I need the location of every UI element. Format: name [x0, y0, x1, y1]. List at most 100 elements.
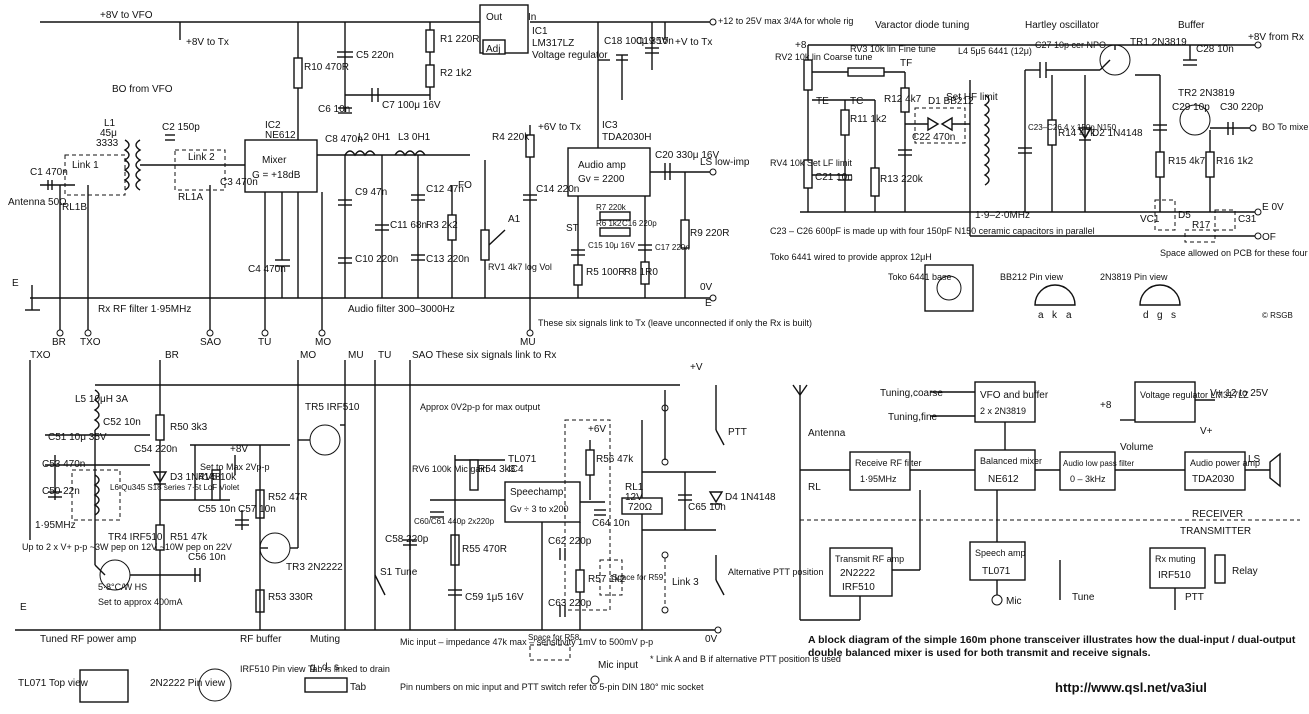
- pin-bb-a2: a: [1066, 310, 1072, 321]
- block-rxfilter-1: Receive RF filter: [855, 458, 922, 468]
- tx-c64: C64 10n: [592, 518, 630, 529]
- transmitter-section: [15, 360, 725, 703]
- tx-r54: R54 3k3: [478, 464, 516, 475]
- part-l3: L3 0H1: [398, 132, 431, 143]
- pin-irf-d: d: [322, 662, 328, 673]
- block-txamp-3: IRF510: [842, 582, 875, 593]
- pin-irf-g: g: [310, 662, 316, 673]
- ic1-ref: IC1: [532, 26, 548, 37]
- vfo-r13: R13 220k: [880, 174, 924, 185]
- vfo-r12: R12 4k7: [884, 94, 922, 105]
- tx-r56: R56 47k: [596, 454, 634, 465]
- vfo-rv2: RV2 10k lin Coarse tune: [775, 52, 872, 62]
- vfo-rv4: RV4 10k Set LF limit: [770, 158, 852, 168]
- tx-c51: C51 10μ 35V: [48, 432, 107, 443]
- block-lpf-2: 0 – 3kHz: [1070, 474, 1106, 484]
- part-r10: R10 470R: [304, 62, 349, 73]
- tx-c58: C58 220p: [385, 534, 429, 545]
- part-c1: C1 470n: [30, 167, 68, 178]
- block-mixer-2: NE612: [988, 474, 1019, 485]
- tx-c53: C53 470n: [42, 459, 85, 470]
- tx-mic: Mic input: [598, 660, 638, 671]
- block-txamp-2: 2N2222: [840, 568, 875, 579]
- ic2-name: NE612: [265, 130, 296, 141]
- tx-c62: C62 220p: [548, 536, 592, 547]
- tx-set400: Set to approx 400mA: [98, 597, 183, 607]
- ic3-name: TDA2030H: [602, 132, 651, 143]
- rx-note: These six signals link to Tx (leave unco…: [538, 318, 812, 328]
- block-txamp-1: Transmit RF amp: [835, 554, 904, 564]
- part-r5: R5 100R: [586, 267, 625, 278]
- tx-c52: C52 10n: [103, 417, 141, 428]
- vfo-c27: C27 10p cer NPO: [1035, 40, 1106, 50]
- tx-mo: MO: [300, 350, 316, 361]
- block-ptt: PTT: [1185, 592, 1204, 603]
- tx-c50: C50 22n: [42, 486, 80, 497]
- part-l2: L2 0H1: [358, 132, 391, 143]
- vfo-l4: L4 5μ5 6441 (12μ): [958, 46, 1032, 56]
- block-speech-1: Speech amp: [975, 548, 1026, 558]
- ic1-out: Out: [486, 12, 502, 23]
- vfo-r14: R14 47k: [1058, 128, 1096, 139]
- vfo-note-1: C23 – C26 600pF is made up with four 150…: [770, 226, 1095, 236]
- tx-c60-61: C60/C61 440p 2x220p: [414, 517, 495, 526]
- part-r3: R3 2k2: [426, 220, 458, 231]
- audio-filter-label: Audio filter 300–3000Hz: [348, 304, 455, 315]
- ic4-name: TL071: [508, 454, 537, 465]
- block-volume: Volume: [1120, 442, 1154, 453]
- transmitter-labels: TXO BR MO MU TU SAO These six signals li…: [18, 350, 841, 693]
- vfo-title-1: Varactor diode tuning: [875, 20, 969, 31]
- st-label: ST: [566, 223, 579, 234]
- part-r8: R8 1R0: [624, 267, 658, 278]
- vfo-d5: D5: [1178, 210, 1191, 221]
- signal-ls: LS low-imp: [700, 157, 750, 168]
- ic2-line1: Mixer: [262, 155, 287, 166]
- tx-v6: +6V: [588, 424, 606, 435]
- part-c3: C3 470n: [220, 177, 258, 188]
- relay-rl1a: RL1A: [178, 192, 203, 203]
- vfo-bo: BO To mixer approx 250mV p-p: [1262, 122, 1309, 132]
- block-muting-1: Rx muting: [1155, 554, 1196, 564]
- rail-label-vtx: +V to Tx: [675, 37, 712, 48]
- tx-r53: R53 330R: [268, 592, 313, 603]
- vfo-r16: R16 1k2: [1216, 156, 1254, 167]
- block-pa-2: TDA2030: [1192, 474, 1235, 485]
- signal-txo: TXO: [80, 337, 101, 348]
- ic4-ref: IC4: [508, 464, 524, 475]
- part-c7: C7 100μ 16V: [382, 100, 441, 111]
- vfo-d1: D1 BB212: [928, 96, 974, 107]
- vfo-title-2: Hartley oscillator: [1025, 20, 1100, 31]
- vfo-labels: Varactor diode tuning Hartley oscillator…: [770, 20, 1309, 321]
- signal-e: E: [12, 278, 19, 289]
- ic4-line1: Speechamp: [510, 487, 564, 498]
- tx-vplus: +V: [690, 362, 703, 373]
- vfo-v8: +8: [795, 40, 807, 51]
- tx-tu: TU: [378, 350, 391, 361]
- part-c2: C2 150p: [162, 122, 200, 133]
- block-relay: Relay: [1232, 566, 1258, 577]
- tx-s1: S1 Tune: [380, 567, 418, 578]
- signal-mo: MO: [315, 337, 331, 348]
- signal-sao: SAO: [200, 337, 221, 348]
- tx-r57: R57 1k2: [588, 574, 626, 585]
- signal-fo: FO: [458, 180, 472, 191]
- pinview-irf510: IRF510 Pin view Tab is linked to drain: [240, 664, 390, 674]
- block-mic: Mic: [1006, 596, 1022, 607]
- vfo-rv3: RV3 10k lin Fine tune: [850, 44, 936, 54]
- l1-ref: L1: [104, 118, 116, 129]
- block-vfo-2: 2 x 2N3819: [980, 406, 1026, 416]
- part-c11: C11 68n: [390, 220, 427, 231]
- link-2: Link 2: [188, 152, 215, 163]
- tx-tr4: TR4 IRF510: [108, 532, 163, 543]
- vfo-sethf: Set HF limit: [946, 92, 998, 103]
- ic3-ref: IC3: [602, 120, 618, 131]
- part-c17: C17 220n: [655, 243, 690, 252]
- tx-c57: C57 10n: [238, 504, 276, 515]
- ic2-line2: G = +18dB: [252, 170, 301, 181]
- tx-c59: C59 1μ5 16V: [465, 592, 524, 603]
- part-r9: R9 220R: [690, 228, 729, 239]
- ic1-desc: Voltage regulator: [532, 50, 608, 61]
- tx-tr3: TR3 2N2222: [286, 562, 343, 573]
- ic4-line2: Gv ÷ 3 to x200: [510, 504, 568, 514]
